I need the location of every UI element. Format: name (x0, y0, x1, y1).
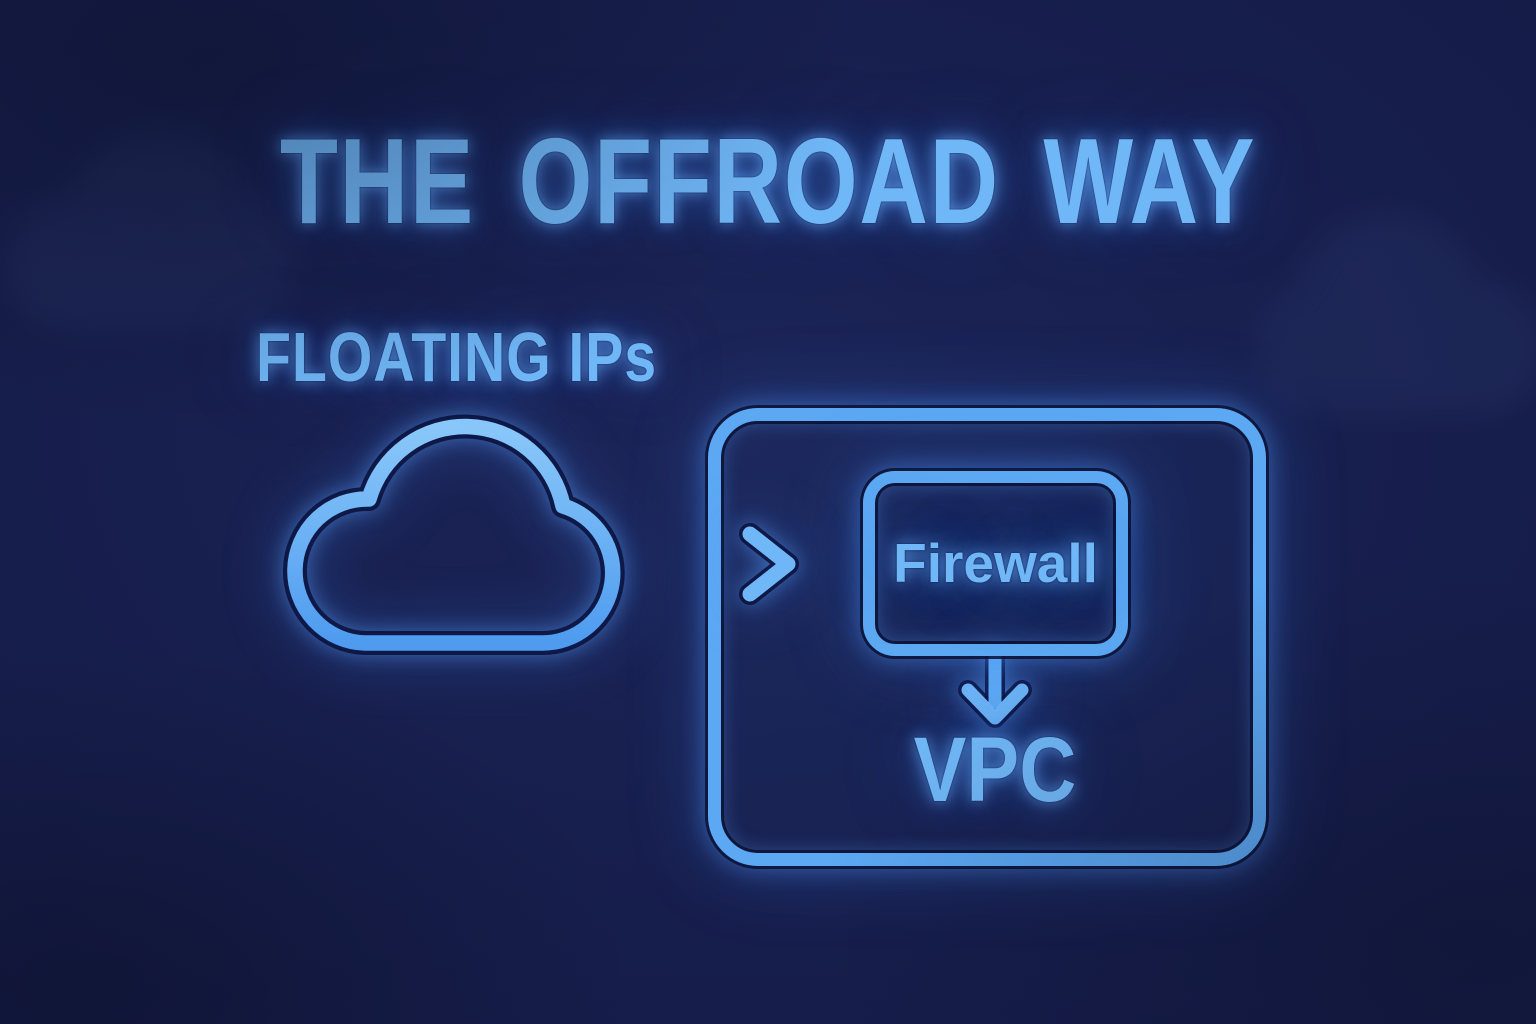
background-cloud-silhouette-right (1238, 198, 1536, 443)
arrow-right-icon (610, 523, 799, 605)
page-title: THE OFFROAD WAY (279, 113, 1257, 249)
firewall-label: Firewall (893, 532, 1098, 594)
background-cloud-silhouette-left (0, 112, 312, 357)
vpc-label: VPC (913, 719, 1077, 821)
firewall-box: Firewall (863, 471, 1128, 656)
vpc-container-box (708, 408, 1266, 866)
cloud-icon (283, 414, 625, 656)
floating-ips-label: FLOATING IPs (256, 318, 658, 396)
arrow-down-icon (958, 650, 1032, 728)
